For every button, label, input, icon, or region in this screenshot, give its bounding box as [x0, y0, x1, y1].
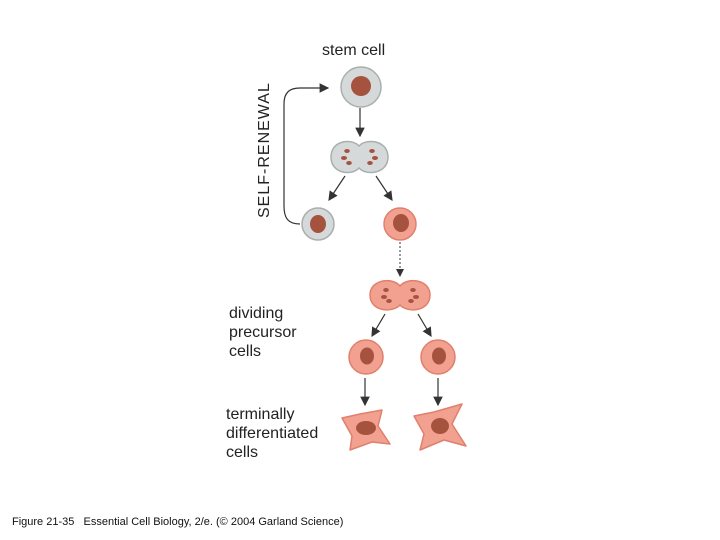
arrow-to-precursor-right: [417, 313, 432, 338]
self-renewal-label: SELF-RENEWAL: [256, 82, 273, 218]
terminally-differentiated-cells-label: terminally differentiated cells: [226, 406, 319, 461]
arrow-to-daughter-stem: [328, 175, 346, 201]
differentiated-cell-left: [341, 409, 391, 451]
figure-number: Figure 21-35: [12, 516, 75, 528]
dividing-precursor-cell: [369, 279, 431, 311]
precursor-cell-left: [348, 339, 384, 375]
stem-cell: [340, 66, 382, 108]
figure-caption: Figure 21-35 Essential Cell Biology, 2/e…: [12, 516, 343, 528]
stem-cell-label: stem cell: [322, 42, 386, 59]
daughter-precursor-cell: [383, 207, 417, 241]
daughter-stem-cell: [301, 207, 335, 241]
dividing-precursor-cells-label: dividing precursor cells: [229, 305, 297, 360]
arrow-to-precursor-left: [371, 313, 386, 338]
dividing-stem-cell: [330, 140, 389, 174]
arrow-to-daughter-precursor: [375, 175, 393, 201]
differentiated-cell-right: [413, 403, 467, 451]
precursor-cell-right: [420, 339, 456, 375]
self-renewal-bracket: [283, 83, 330, 225]
figure-source: Essential Cell Biology, 2/e. (© 2004 Gar…: [83, 516, 344, 528]
